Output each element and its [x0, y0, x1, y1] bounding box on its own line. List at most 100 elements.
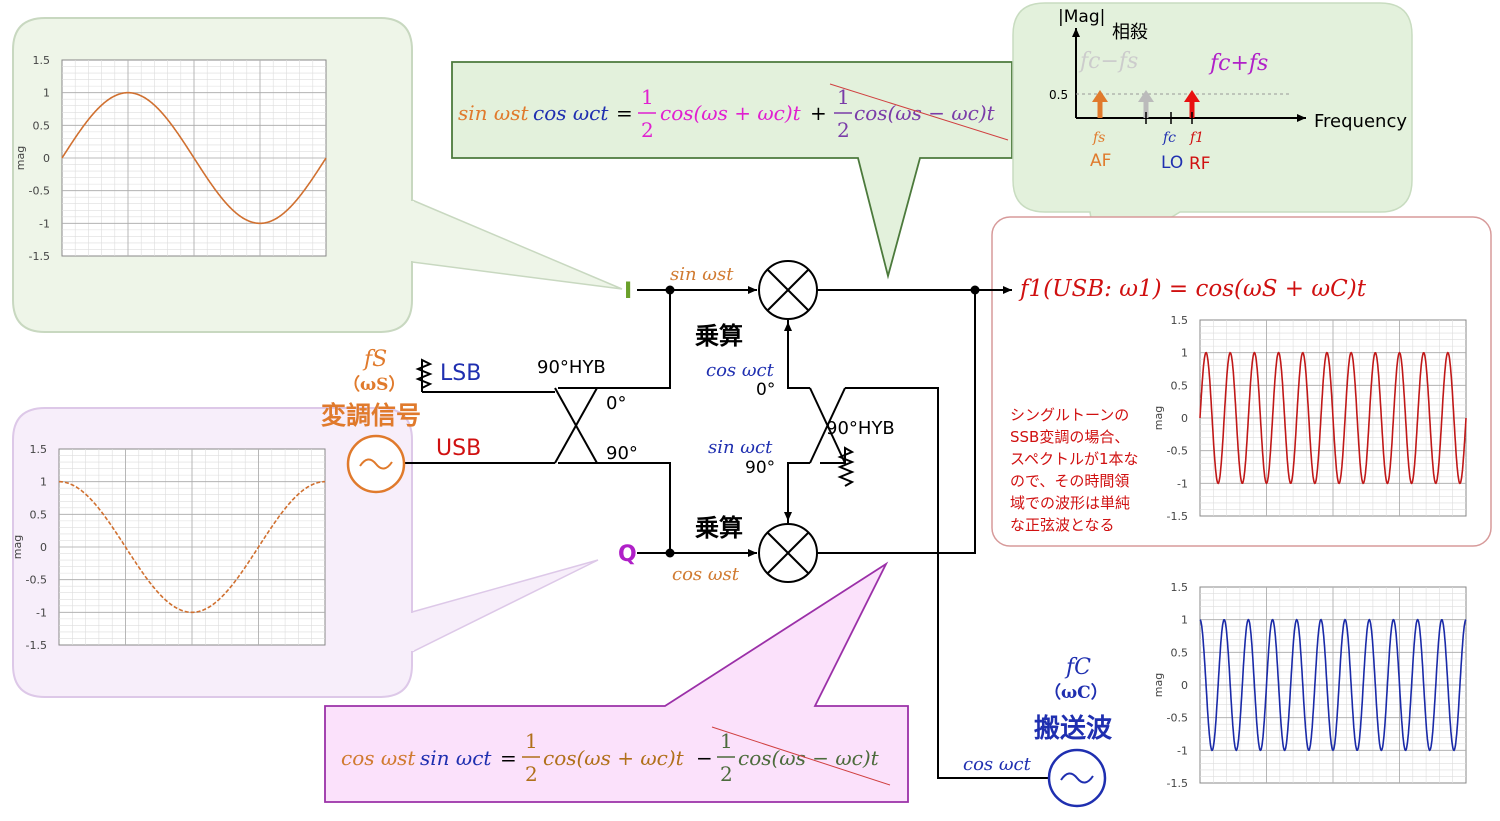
bottom-eq-half2-den: 2	[720, 762, 733, 786]
carrier-label: 搬送波	[1034, 713, 1113, 744]
junction-output	[970, 285, 980, 295]
af-spectral-arrow	[1092, 90, 1108, 102]
hyb-left-label: 90°HYB	[537, 357, 606, 378]
y-tick-label: -0.5	[1167, 445, 1188, 458]
top-eq-half1-num: 1	[641, 85, 654, 109]
lsb-termination-resistor-icon	[415, 358, 433, 392]
top-eq-term1: cos(ωs + ωc)t	[660, 101, 802, 125]
sin-ws-label: sin ωst	[670, 264, 734, 285]
hyb-right-label: 90°HYB	[826, 418, 895, 439]
svg-text:SSB変調の場合、: SSB変調の場合、	[1010, 428, 1129, 446]
y-tick-label: 0.5	[1171, 379, 1189, 392]
bottom-eq-lhs-cos: cos ωst	[341, 746, 416, 770]
y-tick-label: 0	[40, 541, 47, 554]
top-eq-half2-den: 2	[837, 118, 850, 142]
y-tick-label: 1.5	[33, 54, 51, 67]
y-tick-label: 0.5	[33, 119, 51, 132]
spectrum-lo: LO	[1161, 153, 1183, 173]
fc-label: fC	[1064, 655, 1091, 680]
output-equation: f1(USB: ω1) = cos(ωS + ωC)t	[1018, 276, 1367, 302]
bottom-eq-half1-den: 2	[525, 762, 538, 786]
hyb-termination-resistor-icon	[820, 446, 855, 487]
y-tick-label: -1.5	[1167, 777, 1188, 790]
y-tick-label: 0.5	[30, 508, 48, 521]
y-tick-label: -0.5	[29, 185, 50, 198]
y-tick-label: -1	[39, 217, 50, 230]
spectrum-y-label: |Mag|	[1058, 7, 1105, 27]
top-eq-strike	[829, 83, 1009, 141]
spectrum-fc-small: fc	[1162, 130, 1176, 146]
waveform-line	[1199, 618, 1467, 752]
spectrum-fs-small: fs	[1092, 130, 1105, 146]
modulation-signal-label: 変調信号	[321, 401, 421, 430]
ws-label: （ωS）	[343, 374, 405, 395]
y-tick-label: -1	[1177, 477, 1188, 490]
q-callout-pointer	[411, 559, 599, 654]
cos-wc-top-label: cos ωct	[706, 360, 775, 381]
waveform-line	[1199, 351, 1467, 485]
q-label: Q	[618, 542, 637, 567]
top-eq-term2: cos(ωs − ωc)t	[854, 101, 996, 125]
top-eq-lhs-cos: cos ωct	[533, 101, 609, 125]
bottom-equation: cos ωst sin ωct = 1 2 cos(ωs + ωc)t − 1 …	[341, 726, 891, 786]
svg-text:スペクトルが1本な: スペクトルが1本な	[1010, 450, 1139, 468]
spectrum-cancel-freq: fc−fs	[1078, 49, 1138, 74]
bottom-eq-term2: cos(ωs − ωc)t	[738, 746, 880, 770]
y-tick-label: 1	[1181, 347, 1188, 360]
deg90-left-label: 90°	[606, 443, 638, 464]
bottom-eq-half1-num: 1	[525, 729, 538, 753]
y-axis-label: mag	[14, 146, 27, 170]
multiplier-bottom-label: 乗算	[695, 514, 743, 542]
y-tick-label: 1	[43, 87, 50, 100]
bottom-eq-lhs-sin: sin ωct	[420, 746, 492, 770]
y-tick-label: -1	[36, 606, 47, 619]
waveform-line	[61, 91, 327, 225]
y-tick-label: 0	[1181, 412, 1188, 425]
deg90-right-label: 90°	[745, 458, 775, 478]
cos-wc-bottom-label: cos ωct	[963, 754, 1032, 775]
cos-ws-label: cos ωst	[672, 564, 740, 585]
bottom-eq-strike	[711, 726, 891, 786]
spectrum-af: AF	[1090, 151, 1111, 171]
top-equation-bubble	[451, 61, 1013, 280]
deg0-right-label: 0°	[756, 380, 775, 400]
usb-label: USB	[436, 436, 481, 461]
junction-q	[665, 548, 675, 558]
note-text: シングルトーンの SSB変調の場合、 スペクトルが1本な ので、その時間領 域で…	[1010, 406, 1139, 534]
circuit-wires	[405, 286, 1048, 779]
svg-text:域での波形は単純: 域での波形は単純	[1010, 494, 1130, 512]
top-eq-plus: +	[810, 101, 827, 125]
carrier-waveform-chart: 1.5 1 0.5 0 -0.5 -1 -1.5 mag	[1152, 581, 1467, 790]
spectrum-rf: RF	[1189, 154, 1211, 174]
waveform-line	[59, 480, 325, 614]
bottom-eq-half2-num: 1	[720, 729, 733, 753]
svg-text:な正弦波となる: な正弦波となる	[1010, 516, 1115, 534]
y-tick-label: 0	[1181, 679, 1188, 692]
y-axis-label: mag	[1152, 673, 1165, 697]
y-tick-label: 1.5	[1171, 581, 1189, 594]
bottom-eq-minus: −	[696, 746, 713, 770]
y-tick-label: 1.5	[30, 443, 48, 456]
top-eq-half2-num: 1	[837, 85, 850, 109]
carrier-source-icon	[1047, 748, 1107, 808]
y-tick-label: 1	[1181, 614, 1188, 627]
y-axis-label: mag	[1152, 406, 1165, 430]
top-eq-lhs-sin: sin ωst	[458, 101, 529, 125]
top-eq-half1-den: 2	[641, 118, 654, 142]
wc-label: （ωC）	[1044, 682, 1108, 703]
deg0-left-label: 0°	[606, 393, 626, 414]
y-tick-label: -0.5	[26, 574, 47, 587]
i-callout-pointer	[411, 198, 623, 290]
spectrum-f1-small: f1	[1189, 130, 1204, 146]
spectrum-usb-freq: fc+fs	[1208, 51, 1268, 76]
y-tick-label: -0.5	[1167, 712, 1188, 725]
mixer-bottom-icon	[758, 523, 818, 583]
y-tick-label: 0.5	[1171, 646, 1189, 659]
spectrum-tick-05: 0.5	[1049, 88, 1068, 102]
mixer-top-icon	[758, 260, 818, 320]
y-tick-label: -1	[1177, 744, 1188, 757]
